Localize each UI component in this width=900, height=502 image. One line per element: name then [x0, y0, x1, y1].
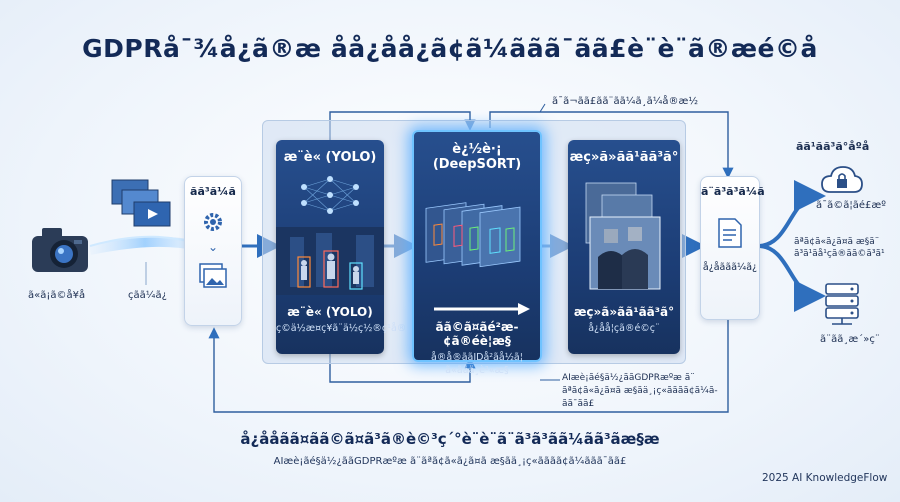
- arrow-right-icon: [434, 303, 530, 315]
- masking-subtitle: å¿åå¦çã®é©ç¨: [588, 323, 660, 334]
- inference-header: æ¨è« (YOLO): [283, 150, 377, 165]
- video-frames-icon: [111, 179, 174, 234]
- masked-people-icon: [585, 182, 661, 290]
- footer-heading: å¿ååãã¤ãã©ã¤ã³ã®è©³ç´°è¨­è¨ã¨ã³ã³ãã¼ãã³ã…: [240, 430, 660, 448]
- neural-net-icon: [276, 176, 384, 295]
- decode-card: ãã³ã¼ã ⌄: [184, 176, 242, 326]
- image-icon: [185, 262, 241, 294]
- encode-label: ã¨ã³ã³ã¼ã: [701, 185, 765, 198]
- balance-label: ãªã¢ã«ã¿ã¤ã æ§ã¨ ã³ã¹ãå¹çã®ãã©ã³ã¹: [794, 237, 885, 259]
- bottom-annotation: AIæè¡ãé§ä½¿ããGDPRæºæ ã¨ ãªã¢ã«ã¿ã¤ã æ§ãä…: [562, 373, 718, 409]
- cloud-label: ã¯ã©ã¦ãé£æº: [816, 200, 886, 211]
- tracked-frames-icon: [425, 202, 521, 268]
- tracking-title: ãã©ã¤ãé²æ­¢ã®éè¦æ§: [435, 320, 519, 348]
- document-icon: [701, 218, 759, 252]
- masking-title: æç»ã»ãã¹ã­ã³ã°: [573, 305, 675, 319]
- camera-label: ã«ã¡ã©å¥å: [28, 290, 86, 301]
- edge-label: ã¨ãã¸æ´»ç¨: [820, 334, 880, 345]
- footer-subheading: AIæè¡ãé§ä½¿ããGDPRæºæ ã¨ãªã¢ã«ã¿ã¤ã æ§ãä¸…: [273, 456, 627, 467]
- decode-label: ãã³ã¼ã: [190, 185, 236, 198]
- cloud-lock-icon: [820, 164, 864, 200]
- tracking-subtitle: å®å®ããIDå²ãå½ã¦ ã«ããä¸è²«æ§: [431, 352, 523, 376]
- gear-icon: [185, 210, 241, 238]
- footer-credit: 2025 AI KnowledgeFlow: [762, 472, 888, 484]
- inference-subtitle: ç©ä½æ¤ç¥ã¨ä½ç½®ç¹å®: [276, 323, 407, 334]
- tracking-card: è¿½è·¡ (DeepSORT) ãã©ã¤ãé²æ­¢ã®éè¦æ§ å®å…: [412, 130, 542, 376]
- server-icon: [824, 282, 860, 330]
- page-title: GDPRå¯¾å¿ã®æ åå¿åå¿ã¢ã¼ã­ãã¯ãã£è¨­è¨ã®æé…: [82, 34, 818, 63]
- camera-icon: [32, 228, 88, 272]
- inference-card: æ¨è« (YOLO) æ¨è« (YOLO) ç©ä½æ¤ç¥ã¨ä½ç½®ç…: [276, 140, 407, 354]
- masking-card: æç»ã»ãã¹ã­ã³ã° æç»ã»ãã¹ã­ã³ã° å¿åå¦çã®é©…: [568, 140, 680, 354]
- camera: [28, 222, 104, 282]
- masking-header: æç»ã»ãã¹ã­ã³ã°: [569, 150, 679, 165]
- anonymized-data-label: å¿åããã¼ã¿: [702, 262, 758, 273]
- raw-data-label: çãã¼ã¿: [128, 290, 167, 301]
- chevron-down-icon: ⌄: [207, 240, 219, 254]
- tracking-header: è¿½è·¡ (DeepSORT): [432, 142, 522, 172]
- outputs-header: ãã¹ã­ã³ã°åºå: [796, 140, 870, 153]
- top-annotation: ã¯ã¬ãã£ãã¨ãã¼ã¸ã¼å®æ½: [552, 96, 699, 107]
- inference-title: æ¨è« (YOLO): [287, 305, 373, 319]
- encode-card: ã¨ã³ã³ã¼ã å¿åããã¼ã¿: [700, 176, 765, 320]
